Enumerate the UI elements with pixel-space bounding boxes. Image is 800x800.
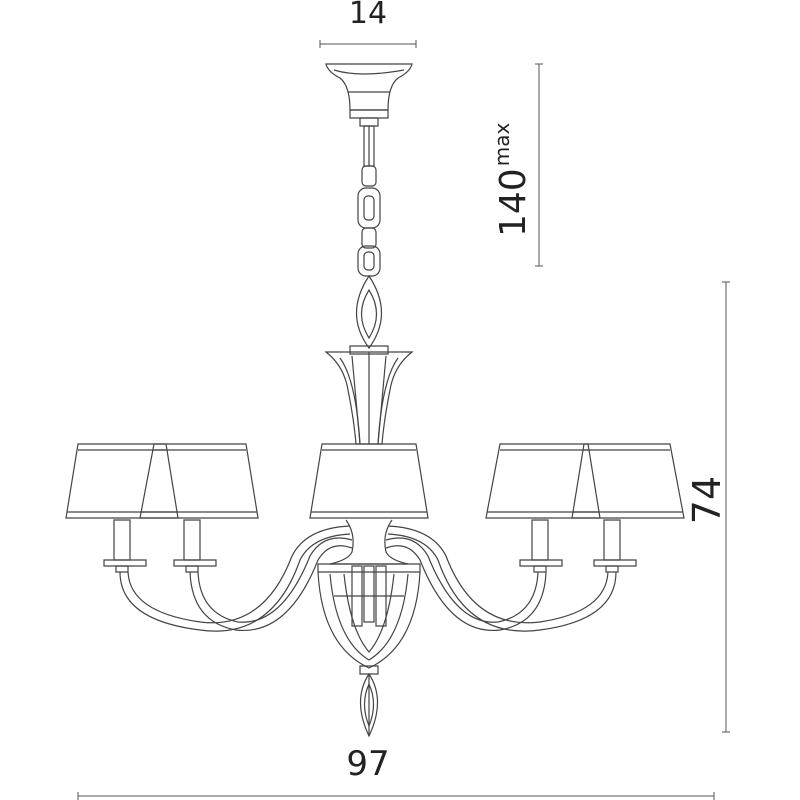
arms	[120, 526, 616, 631]
dimension-height: 74	[685, 475, 729, 525]
shade-left	[140, 444, 258, 518]
dimension-width: 97	[346, 744, 390, 784]
dimension-chain-value: 140	[493, 168, 534, 237]
shade-center	[310, 444, 428, 518]
shade-far-left	[66, 444, 178, 518]
lamp-shades	[66, 444, 684, 518]
candle-holders	[104, 520, 636, 572]
central-column	[326, 346, 412, 444]
ceiling-canopy	[326, 64, 412, 126]
dimension-chain-length: 140max	[490, 87, 537, 237]
shade-right	[486, 444, 600, 518]
bottom-finial	[361, 674, 378, 736]
dimension-lines	[78, 40, 730, 800]
chain	[358, 126, 380, 276]
leaf-link	[357, 276, 382, 348]
shade-far-right	[572, 444, 684, 518]
central-bowl	[318, 520, 420, 674]
candle-far-right	[594, 520, 636, 572]
candle-far-left	[104, 520, 146, 572]
candle-left	[174, 520, 216, 572]
candle-right	[520, 520, 562, 572]
dimension-top-width: 14	[348, 0, 388, 31]
dimension-chain-suffix: max	[490, 122, 514, 167]
